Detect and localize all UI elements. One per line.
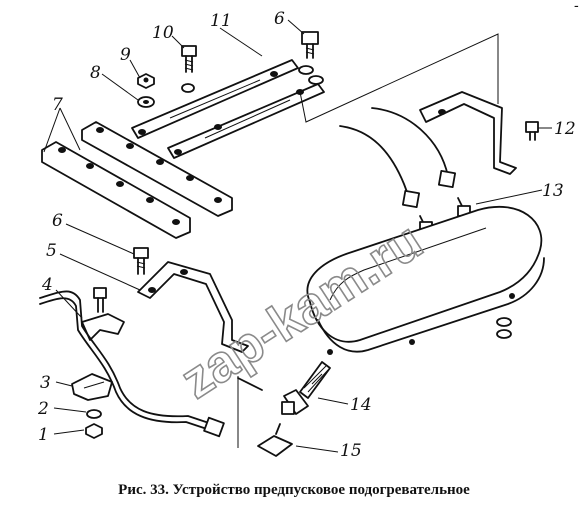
clamp-part-4 [81,313,125,341]
callout-2: 2 [37,399,49,419]
callout-9: 9 [120,45,131,65]
callout-5: 5 [46,241,57,261]
callout-10: 10 [152,23,174,43]
strap-pair-part-11 [131,59,325,159]
bolt-part-4 [93,287,107,313]
callout-11: 11 [210,11,232,31]
callout-6-top: 6 [274,9,285,29]
bolt-part-12 [525,121,539,141]
callout-4: 4 [41,275,53,295]
callout-12: 12 [554,119,576,139]
callout-13: 13 [542,181,564,201]
nut-part-1 [85,423,103,439]
hose-fitting-part-14 [237,361,331,415]
supply-lines [339,107,471,233]
small-washers-top [181,65,324,93]
callout-14: 14 [350,395,372,415]
fuel-pipe [39,290,225,438]
callout-8: 8 [90,63,101,83]
perforated-plates-part-7 [41,121,233,239]
washer-part-2 [86,409,102,419]
callout-15: 15 [340,441,362,461]
bolt-part-10 [181,45,197,73]
bolt-part-6-top [301,31,319,59]
callout-6-left: 6 [52,211,63,231]
heater-unit-part-13 [306,205,545,355]
callout-7: 7 [52,95,63,115]
leader-lines [43,19,552,453]
callout-1: 1 [38,425,49,445]
clip-part-3 [71,373,113,401]
bolt-part-6-left [133,247,149,275]
corner-mark: - [574,0,579,14]
fitting-part-15 [257,423,293,457]
upper-mount-bracket [419,91,517,175]
figure-caption: Рис. 33. Устройство предпусковое подогре… [118,482,470,498]
lower-bracket-part-5 [137,261,249,353]
callout-3: 3 [40,373,51,393]
leader-frame-line [299,33,499,123]
nut-washer-part-13-under [496,317,512,339]
nut-part-9 [137,73,155,89]
washer-part-8 [137,96,155,108]
